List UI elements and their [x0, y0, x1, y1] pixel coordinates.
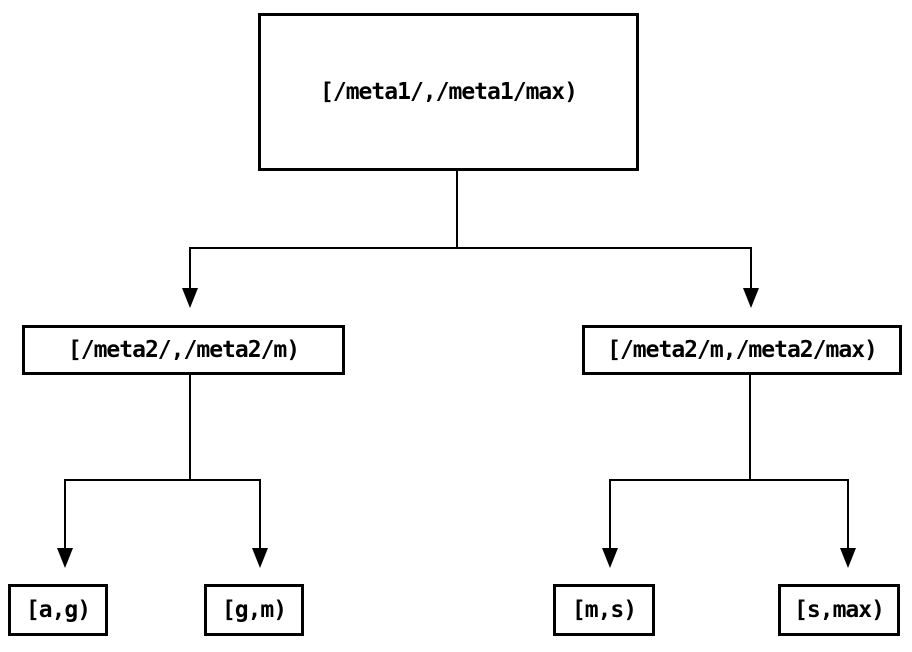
connector-drop-level2-right	[750, 249, 752, 289]
connector-drop-leaf-m-s	[609, 481, 611, 549]
connector-root-stem	[456, 171, 458, 248]
node-leaf-m-s: [m,s)	[553, 584, 655, 636]
connector-drop-leaf-s-max	[847, 481, 849, 549]
node-leaf-g-m: [g,m)	[204, 584, 304, 636]
connector-level2-left-stem	[189, 375, 191, 480]
node-root: [/meta1/,/meta1/max)	[258, 13, 639, 171]
arrowhead-down-icon	[182, 288, 198, 308]
arrowhead-down-icon	[57, 548, 73, 568]
arrowhead-down-icon	[602, 548, 618, 568]
node-level2-right: [/meta2/m,/meta2/max)	[582, 325, 902, 375]
connector-level2-left-horizontal	[64, 479, 261, 481]
connector-drop-level2-left	[189, 249, 191, 289]
node-leaf-a-g: [a,g)	[8, 584, 108, 636]
arrowhead-down-icon	[743, 288, 759, 308]
connector-level1-horizontal	[189, 247, 752, 249]
arrowhead-down-icon	[252, 548, 268, 568]
arrowhead-down-icon	[840, 548, 856, 568]
connector-drop-leaf-a-g	[64, 481, 66, 549]
connector-level2-right-horizontal	[609, 479, 849, 481]
node-leaf-s-max: [s,max)	[778, 584, 900, 636]
connector-level2-right-stem	[749, 375, 751, 480]
connector-drop-leaf-g-m	[259, 481, 261, 549]
node-level2-left: [/meta2/,/meta2/m)	[22, 325, 345, 375]
